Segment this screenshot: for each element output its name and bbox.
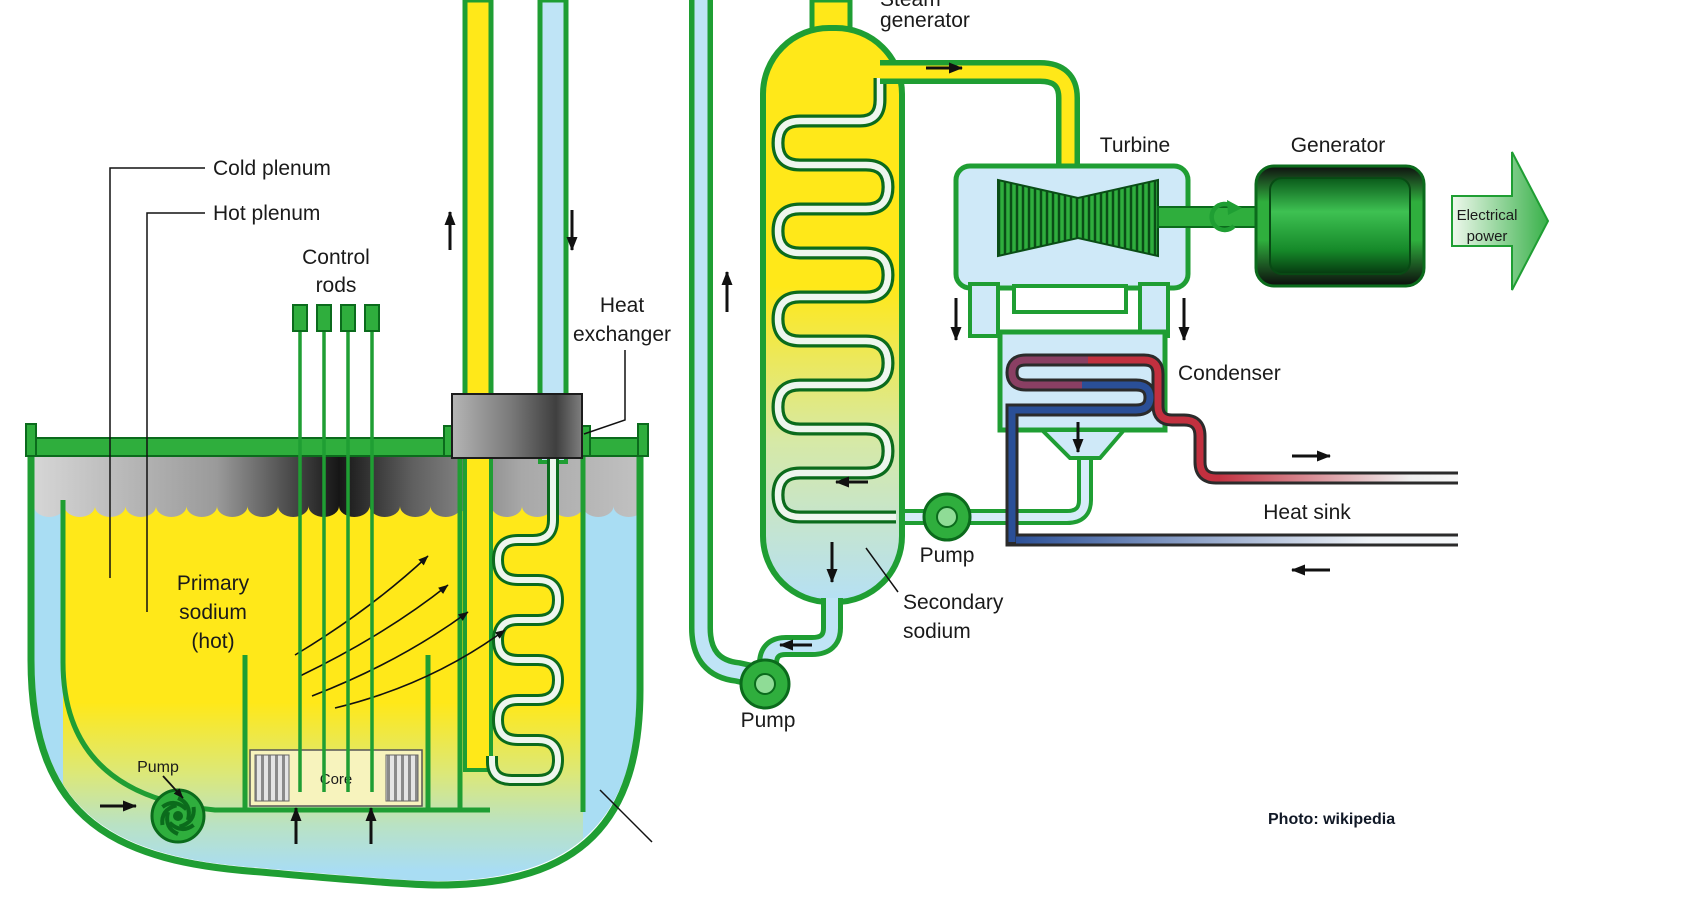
arrow-shape xyxy=(1451,151,1550,291)
shaft-rotation-icon xyxy=(1209,200,1242,233)
hx-hot-outlet-pipe xyxy=(463,450,493,772)
coil-tube xyxy=(774,78,896,521)
feedwater-pipe xyxy=(890,450,1093,525)
photo-credit: Photo: wikipedia xyxy=(1268,811,1395,828)
heat-exchanger-cap xyxy=(451,393,583,459)
cold-plenum-leader xyxy=(109,167,205,578)
hx-coil xyxy=(486,455,565,786)
reactor-core: Core xyxy=(249,749,423,807)
condenser-tube-hot xyxy=(1088,356,1224,482)
label-secondary-sodium-1: Secondary xyxy=(903,591,1004,614)
pipe-outline xyxy=(689,0,759,688)
label-steam-generator-1: Steam xyxy=(880,0,941,11)
generator-rotor xyxy=(1269,177,1411,275)
vessel-rim-left xyxy=(25,437,453,457)
label-control-rods-2: rods xyxy=(316,274,357,297)
control-rod-head xyxy=(340,304,356,332)
label-turbine: Turbine xyxy=(1100,134,1170,157)
rotation-arrowhead xyxy=(1227,200,1242,215)
label-pump-primary: Pump xyxy=(137,759,179,776)
rim-lip xyxy=(25,423,37,457)
cooling-water-circuit xyxy=(1005,353,1458,547)
label-primary-sodium-2: sodium xyxy=(179,601,247,624)
pump-label-arrow xyxy=(162,775,184,799)
reactor-vessel-interior xyxy=(34,450,637,881)
label-heat-exchanger-2: exchanger xyxy=(573,323,671,346)
rim-lip xyxy=(581,425,591,457)
control-rod-head xyxy=(292,304,308,332)
flow-arrow-curved xyxy=(334,629,506,709)
turbine-exhaust-opening xyxy=(1012,284,1128,314)
cold-sodium-leader xyxy=(599,789,653,843)
core-label: Core xyxy=(320,771,353,788)
pipe-fluid xyxy=(694,0,758,683)
label-heat-sink: Heat sink xyxy=(1263,501,1351,524)
label-control-rods-1: Control xyxy=(302,246,370,269)
sg-outlet-pipe xyxy=(757,598,843,670)
leader-lines xyxy=(109,167,899,843)
primary-pump-icon xyxy=(150,788,206,844)
rim-lip xyxy=(443,425,453,457)
pump-impeller xyxy=(160,796,196,836)
generator-body xyxy=(1254,164,1426,288)
pipe-outline xyxy=(890,450,1093,525)
control-rods xyxy=(292,304,380,792)
condenser-tube-mid xyxy=(1008,356,1088,389)
electrical-power-label-1: Electrical xyxy=(1457,207,1518,224)
control-rod-head xyxy=(316,304,332,332)
pump-hub xyxy=(754,673,776,695)
flow-arrows xyxy=(100,62,1331,844)
secondary-pump-icon xyxy=(739,658,791,710)
label-generator: Generator xyxy=(1291,134,1386,157)
label-steam-generator-2: generator xyxy=(880,9,970,32)
control-rod-head xyxy=(364,304,380,332)
label-pump-secondary: Pump xyxy=(741,709,796,732)
condenser-tube-cold xyxy=(1008,381,1154,542)
sg-steam-coil xyxy=(771,78,896,524)
pipe-fluid xyxy=(880,65,1075,176)
pipe-outline xyxy=(757,598,843,670)
flow-arrow-curved xyxy=(299,584,449,677)
label-primary-sodium-3: (hot) xyxy=(191,630,234,653)
label-primary-sodium-1: Primary xyxy=(177,572,250,595)
label-cold-plenum: Cold plenum xyxy=(213,157,331,180)
condenser-steam-leg-right xyxy=(1138,282,1170,338)
pipe-outline xyxy=(880,60,1080,176)
pump-hub xyxy=(173,811,183,821)
secondary-sodium-leader xyxy=(865,547,899,593)
feedwater-pump-icon xyxy=(922,492,972,542)
steam-line xyxy=(880,60,1080,176)
rim-lip xyxy=(637,423,649,457)
core-blanket-left xyxy=(254,754,290,802)
hot-plenum-leader xyxy=(146,212,205,612)
label-pump-feedwater: Pump xyxy=(920,544,975,567)
turbine-shaft xyxy=(1157,206,1259,228)
pipe-fluid xyxy=(890,450,1089,521)
electrical-power-arrow: Electrical power xyxy=(1451,151,1550,291)
flow-arrow-curved xyxy=(294,555,429,656)
vessel-outer-wall xyxy=(27,448,644,889)
flow-arrow-curved xyxy=(311,611,469,697)
rotation-arc xyxy=(1209,201,1236,233)
condenser-hotwell-funnel xyxy=(1037,428,1129,460)
cold-sodium-return-pipe xyxy=(537,0,569,405)
turbine-blades xyxy=(997,178,1159,258)
secondary-pump-riser-pipe xyxy=(689,0,759,688)
label-hot-plenum: Hot plenum xyxy=(213,202,320,225)
label-condenser: Condenser xyxy=(1178,362,1281,385)
hot-sodium-riser-pipe xyxy=(462,0,494,405)
heat-exchanger-leader xyxy=(583,350,626,435)
hx-coil-tube xyxy=(489,455,562,783)
condenser-steam-leg-left xyxy=(968,282,1000,338)
pump-hub xyxy=(936,506,958,528)
core-blanket-right xyxy=(385,754,419,802)
label-heat-exchanger-1: Heat xyxy=(600,294,645,317)
label-secondary-sodium-2: sodium xyxy=(903,620,971,643)
electrical-power-label-2: power xyxy=(1467,228,1508,245)
